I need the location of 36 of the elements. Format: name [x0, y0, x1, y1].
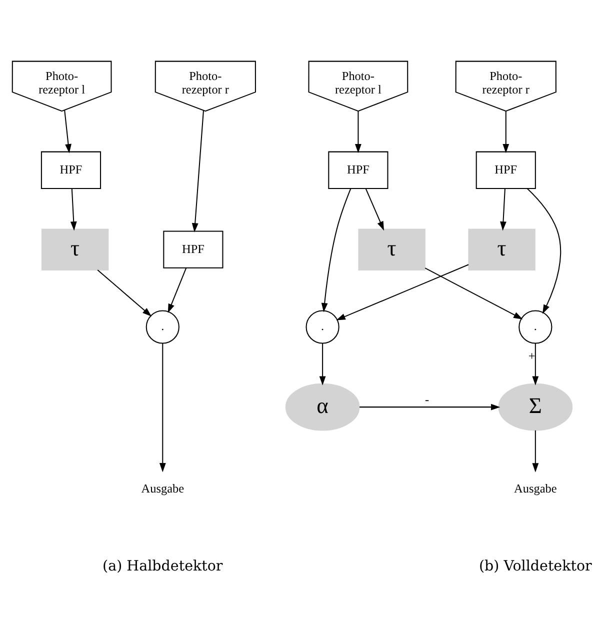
label: (b) Volldetektor — [478, 558, 592, 574]
arrow — [192, 110, 204, 232]
node-box: τ — [468, 228, 536, 270]
arrow — [355, 111, 362, 154]
node-box: HPF — [163, 230, 224, 268]
arrow — [360, 404, 500, 410]
arrow — [64, 110, 72, 154]
node-box: HPF — [40, 151, 102, 189]
arrow — [319, 343, 326, 386]
node-box: τ — [358, 228, 426, 270]
arrow — [424, 268, 523, 320]
node-text: Ausgabe — [514, 481, 557, 496]
arrow — [321, 188, 352, 312]
arrow — [502, 111, 510, 154]
node-circle: . — [146, 310, 180, 344]
arrow — [532, 343, 539, 386]
arrow — [500, 188, 506, 231]
node-circle: . — [518, 310, 552, 344]
node-text: Ausgabe — [141, 481, 184, 496]
arrow — [97, 270, 152, 316]
arrow — [365, 188, 384, 231]
node-box: HPF — [328, 151, 388, 189]
node-box: HPF — [476, 151, 536, 189]
node-box: τ — [41, 228, 109, 270]
node-circle: . — [306, 310, 340, 344]
arrow — [159, 343, 166, 472]
edge-label: + — [528, 349, 536, 364]
node-ellipse: α — [285, 383, 360, 431]
arrow — [526, 188, 562, 314]
arrow — [168, 268, 187, 314]
arrow — [70, 188, 77, 231]
node-ellipse: Σ — [498, 383, 573, 431]
label: (a) Halbdetektor — [102, 558, 223, 574]
arrow — [336, 264, 469, 320]
edge-label: - — [424, 392, 430, 407]
arrow — [532, 430, 539, 472]
